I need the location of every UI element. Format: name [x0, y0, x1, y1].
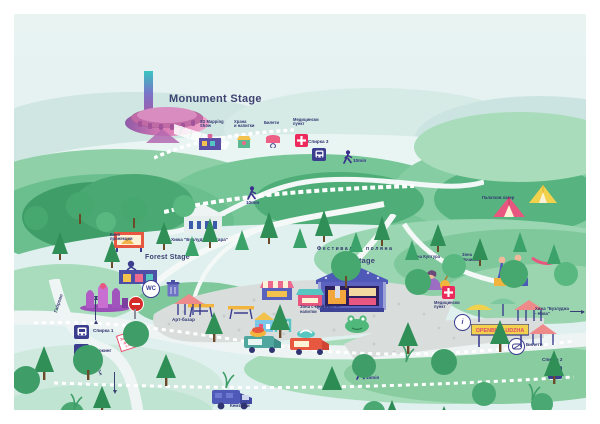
cinema-screen[interactable]: [114, 230, 144, 252]
tent-yellow: [528, 184, 558, 204]
road-left-branch: [14, 277, 194, 410]
road-kazanlak-arrow: [112, 372, 117, 394]
food-stall-center-2[interactable]: [296, 286, 324, 306]
culture-zone-label: Зона Култура: [412, 254, 440, 259]
food-truck-green[interactable]: [242, 326, 282, 354]
kids-zone-label: Зона за деца: [314, 303, 341, 308]
campers-label: Кемпери: [230, 403, 250, 408]
food-stall-center[interactable]: [260, 278, 294, 300]
forest-stage-label: Forest Stage: [145, 254, 190, 261]
dotted-path-bottom: [53, 359, 575, 399]
camp-meadow: [414, 112, 586, 182]
dotted-path-lower: [33, 309, 575, 369]
no-entry-sign-post: [134, 309, 136, 319]
road-to-monument: [134, 194, 394, 304]
bus-stop-1-label: Спирка 1: [93, 328, 114, 333]
walking-person-mid: [246, 186, 258, 202]
wc-icon-label: WC: [146, 286, 156, 292]
walking-person-top: [342, 150, 354, 166]
food-drink-top-label: Храна и напитки: [234, 119, 255, 129]
main-stage-structure[interactable]: [316, 264, 388, 314]
tent-camp-label: Палатков лагер: [482, 195, 515, 200]
art-bazaar-pavilion[interactable]: [174, 294, 204, 316]
info-icon-label: i: [461, 319, 464, 326]
tickets-right-label: Билети: [526, 342, 543, 347]
info-icon[interactable]: i: [454, 314, 471, 331]
buzludzha-monument[interactable]: [122, 69, 212, 144]
trash-bin-icon[interactable]: [166, 280, 180, 297]
kids-zone-frog: [344, 314, 370, 334]
medical-center-label: Медицински пункт: [434, 300, 460, 310]
picnic-table-1: [188, 300, 214, 318]
bus-stop-3-label: Спирка 3: [308, 139, 329, 144]
hut-buzludzha-nova-label: Хижа "Бузлуджа - Нова": [535, 306, 569, 317]
wc-icon[interactable]: WC: [142, 280, 160, 298]
map-canvas[interactable]: Monument Stage 3D Mapping Show Храна и н…: [14, 14, 586, 410]
rest-zone-label: Зона Почивка: [462, 252, 480, 263]
walk-time-mid-label: 10min: [246, 200, 260, 205]
medical-icon-center[interactable]: [442, 286, 455, 299]
medical-top-label: Медицински пункт: [293, 117, 319, 127]
food-stand-top[interactable]: [236, 134, 252, 148]
road-gabrovo-arrow-head: [93, 296, 98, 320]
medical-icon-top[interactable]: [295, 134, 308, 147]
cinema-screenings-label: Кино прожекции: [110, 232, 133, 242]
art-installation: [80, 280, 130, 312]
tent-red: [492, 196, 526, 218]
tree-cluster: [14, 192, 578, 410]
camper-van: [210, 384, 254, 410]
umbrella-stall-2: [490, 296, 516, 316]
walk-time-bottom-label: 15min: [366, 375, 380, 380]
pavilion-right: [514, 300, 544, 322]
art-bazaar-label: Арт-базар: [172, 317, 195, 322]
parking-label: Паркинг: [93, 348, 112, 353]
monument-stage-label: Monument Stage: [169, 93, 262, 105]
hut-nova-arrow: [570, 309, 585, 314]
picnic-table-2: [228, 302, 254, 320]
no-entry-sign: [128, 296, 144, 312]
food-drink-zone-label: Зона с храна и напитки: [300, 304, 331, 315]
food-truck-red[interactable]: [288, 328, 330, 356]
bus-stop-1-sign[interactable]: [74, 325, 89, 339]
3d-mapping-show-label: 3D Mapping Show: [200, 119, 224, 129]
hut-buzludzha-stara-label: Хижа "Бузлуджа - Стара": [171, 237, 228, 242]
tickets-top-label: Билети: [264, 120, 280, 125]
umbrella-stall-1: [466, 302, 492, 322]
walk-time-top-label: 10min: [353, 158, 367, 163]
bus-stop-3-sign[interactable]: [312, 148, 326, 161]
mapping-booth[interactable]: [199, 133, 221, 150]
pavilion-right-2: [529, 324, 557, 346]
